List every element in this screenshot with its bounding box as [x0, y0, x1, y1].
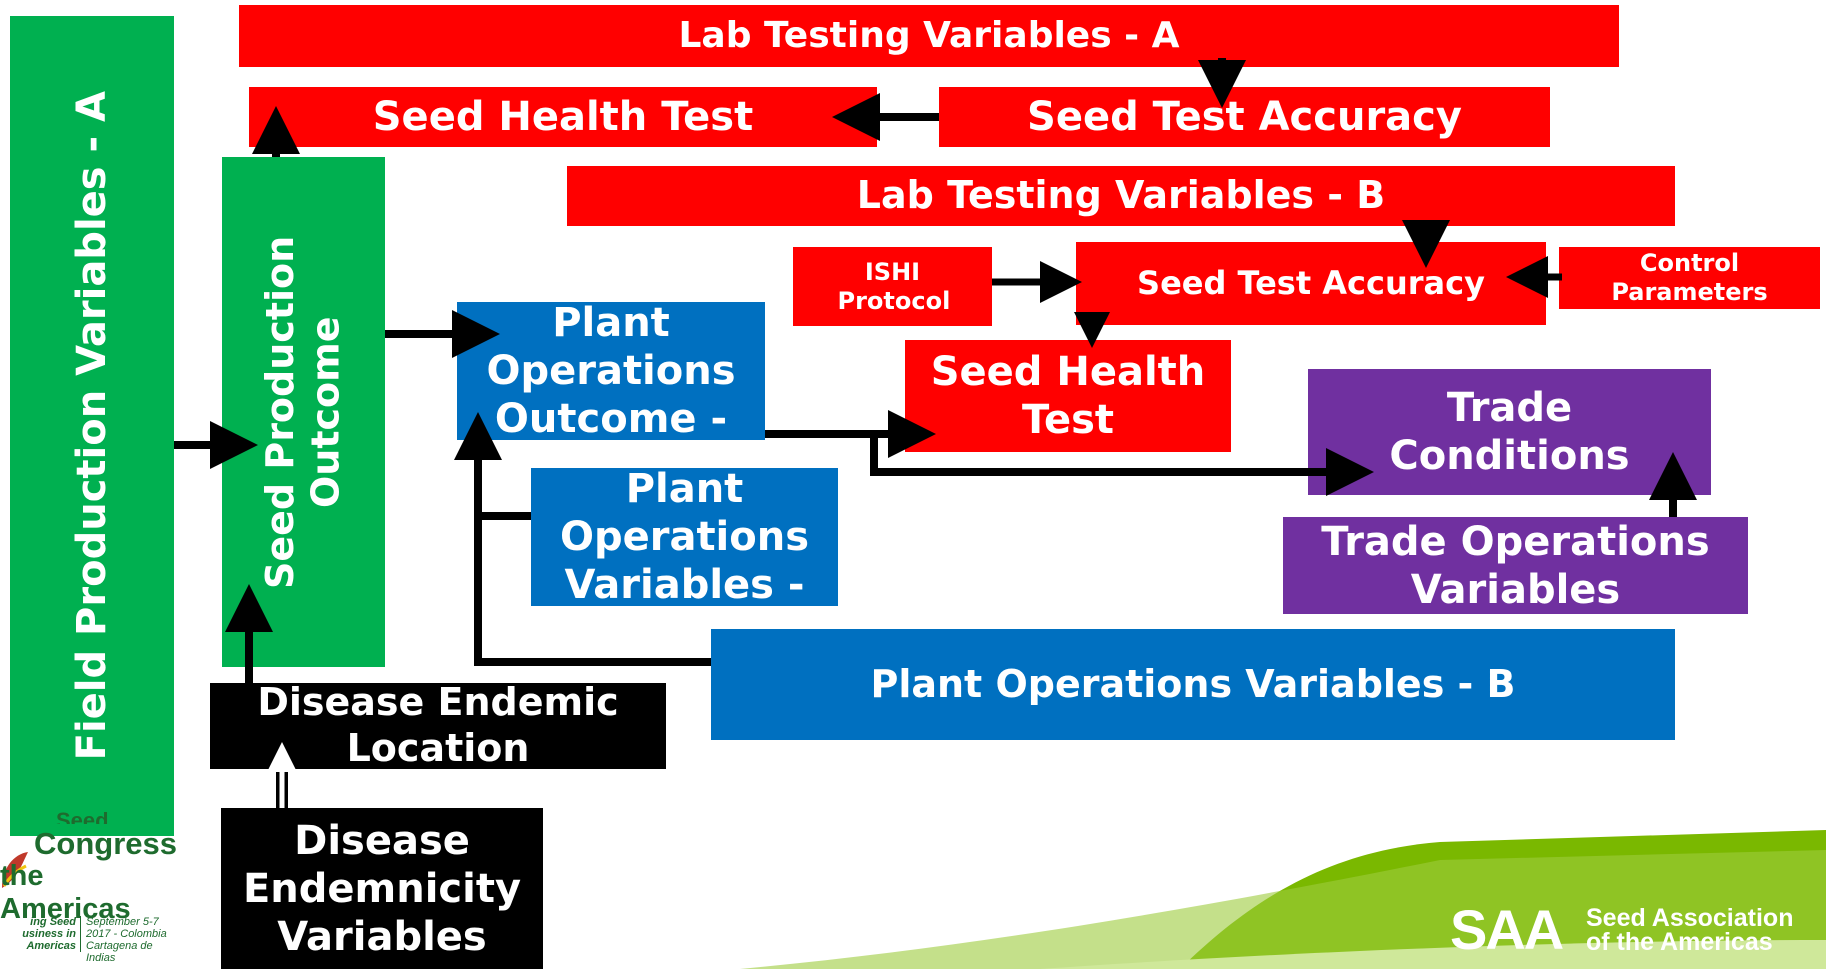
trade-operations-variables-box: Trade Operations Variables: [1283, 517, 1748, 614]
lab-testing-b-box: Lab Testing Variables - B: [567, 166, 1675, 226]
lab-testing-b-label: Lab Testing Variables - B: [856, 173, 1386, 218]
congress-line2: Congress: [34, 826, 177, 861]
ishi-protocol-label: ISHI Protocol: [837, 257, 951, 315]
control-parameters-label: Control Parameters: [1611, 249, 1768, 306]
footer-green-band: [740, 830, 1826, 969]
disease-endemic-location-box: Disease Endemic Location: [210, 683, 666, 769]
trade-conditions-label: Trade Conditions: [1389, 385, 1630, 479]
disease-endemic-location-label: Disease Endemic Location: [257, 683, 619, 769]
congress-line1: Seed: [56, 812, 109, 824]
seed-test-accuracy-mid-label: Seed Test Accuracy: [1137, 264, 1485, 303]
saa-logo: SAA Seed Association of the Americas: [1450, 900, 1820, 969]
plant-operations-variables-b-box: Plant Operations Variables - B: [711, 629, 1675, 740]
control-parameters-box: Control Parameters: [1559, 247, 1820, 309]
plant-operations-outcome-label: Plant Operations Outcome -: [486, 302, 736, 440]
congress-tagline-left: ing Seed usiness in Americas: [0, 916, 81, 952]
seed-test-accuracy-top-box: Seed Test Accuracy: [939, 87, 1550, 147]
saa-name-line2: of the Americas: [1586, 928, 1773, 956]
field-production-box: Field Production Variables - A: [10, 16, 174, 836]
plant-operations-variables-b-label: Plant Operations Variables - B: [870, 661, 1516, 706]
seed-health-test-top-box: Seed Health Test: [249, 87, 877, 147]
lab-testing-a-label: Lab Testing Variables - A: [678, 15, 1180, 57]
seed-production-outcome-label: Seed Production Outcome: [257, 235, 348, 589]
congress-tagline-right: September 5-7 2017 - Colombia Cartagena …: [86, 916, 167, 964]
disease-endemnicity-variables-box: Disease Endemnicity Variables: [221, 808, 543, 969]
ishi-protocol-box: ISHI Protocol: [793, 247, 992, 326]
seed-health-test-mid-label: Seed Health Test: [930, 349, 1206, 443]
plant-operations-variables-a-box: Plant Operations Variables -: [531, 468, 838, 606]
disease-endemnicity-variables-label: Disease Endemnicity Variables: [242, 817, 522, 960]
plant-operations-variables-a-label: Plant Operations Variables -: [559, 468, 810, 606]
seed-health-test-mid-box: Seed Health Test: [905, 340, 1231, 452]
seed-test-accuracy-top-label: Seed Test Accuracy: [1027, 94, 1462, 140]
congress-line3: the Americas: [0, 860, 131, 925]
seed-health-test-top-label: Seed Health Test: [372, 94, 754, 140]
lab-testing-a-box: Lab Testing Variables - A: [239, 5, 1619, 67]
saa-name-line1: Seed Association: [1586, 904, 1794, 932]
seed-production-outcome-box: Seed Production Outcome: [222, 157, 385, 667]
seed-congress-logo: Seed Congress the Americas ing Seed usin…: [0, 812, 180, 969]
field-production-label: Field Production Variables - A: [69, 91, 115, 761]
trade-conditions-box: Trade Conditions: [1308, 369, 1711, 495]
plant-operations-outcome-box: Plant Operations Outcome -: [457, 302, 765, 440]
trade-operations-variables-label: Trade Operations Variables: [1321, 518, 1710, 613]
congress-leaf-icon: [2, 852, 28, 888]
saa-mark: SAA: [1450, 898, 1564, 961]
seed-test-accuracy-mid-box: Seed Test Accuracy: [1076, 242, 1546, 325]
